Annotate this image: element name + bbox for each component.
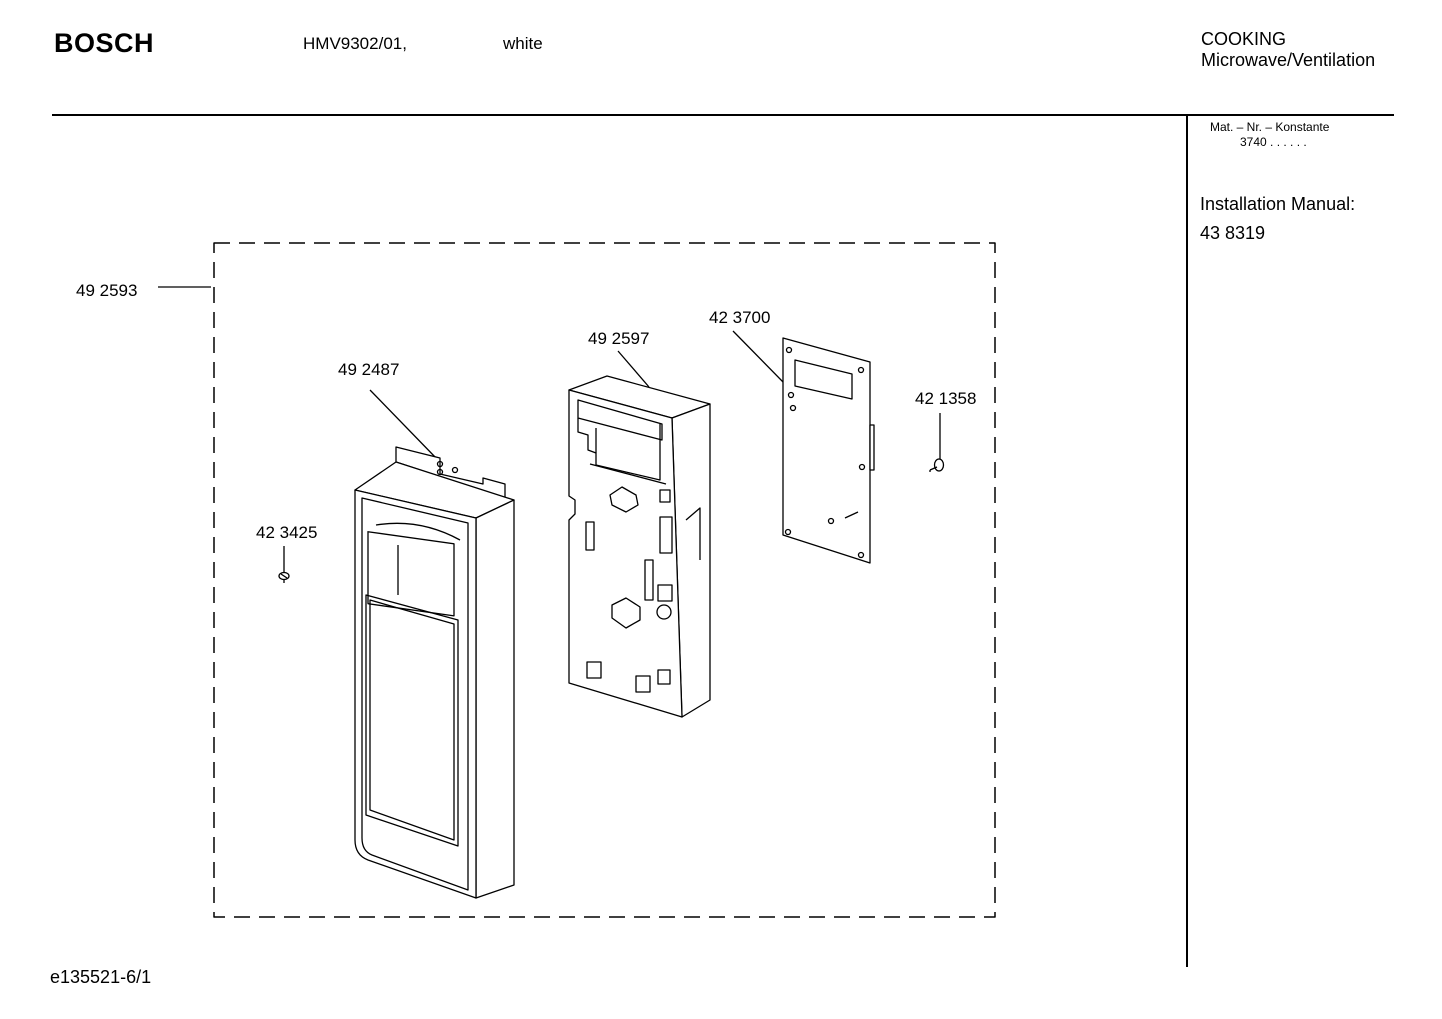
brand-logo: BOSCH xyxy=(54,28,155,58)
category: COOKING xyxy=(1201,29,1287,49)
screw-right-part xyxy=(929,458,945,472)
header-divider xyxy=(52,114,1394,116)
assembly-boundary xyxy=(213,242,996,918)
part-label-circuit-board: 42 3700 xyxy=(709,308,771,327)
leader-front-panel xyxy=(369,389,438,460)
circuit-board-part xyxy=(782,337,875,564)
part-label-front-panel: 49 2487 xyxy=(338,360,400,379)
sidebar-divider xyxy=(1186,116,1188,967)
leader-housing xyxy=(617,350,650,388)
front-panel-part xyxy=(354,446,515,899)
model-number: HMV9302/01, xyxy=(303,34,407,53)
installation-manual-label: Installation Manual: xyxy=(1200,194,1356,214)
part-label-screw-right: 42 1358 xyxy=(915,389,977,408)
part-label-control-housing: 49 2597 xyxy=(588,329,650,348)
document-id: e135521-6/1 xyxy=(50,967,152,987)
subcategory: Microwave/Ventilation xyxy=(1201,50,1376,70)
leader-board xyxy=(732,330,784,383)
control-housing-part xyxy=(568,375,711,718)
mat-label: Mat. – Nr. – Konstante xyxy=(1210,120,1330,134)
part-label-assembly: 49 2593 xyxy=(76,281,138,300)
part-label-screw-left: 42 3425 xyxy=(256,523,318,542)
installation-manual-number: 43 8319 xyxy=(1200,223,1266,243)
screw-left-part xyxy=(278,571,290,583)
model-color: white xyxy=(503,34,543,53)
mat-value: 3740 . . . . . . xyxy=(1240,135,1307,149)
